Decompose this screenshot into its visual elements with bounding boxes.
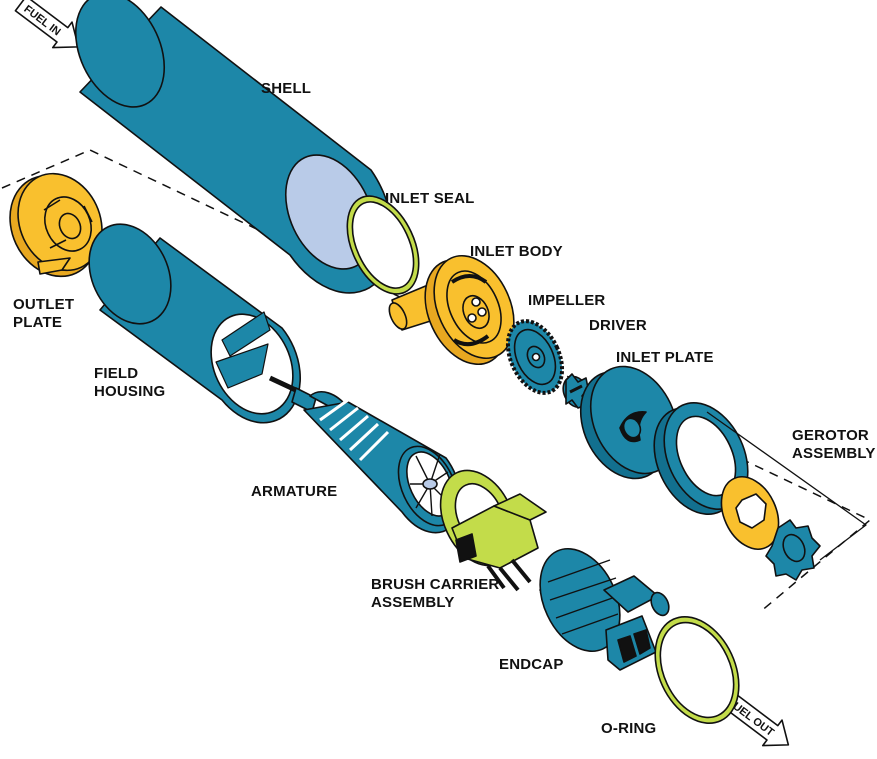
- gerotor-inner-ring-part: [720, 476, 780, 550]
- label-inlet-plate: INLET PLATE: [616, 349, 714, 366]
- gerotor-bracket: [706, 411, 867, 561]
- label-field-housing: FIELD HOUSING: [94, 365, 166, 400]
- brush-carrier-part: [439, 469, 547, 592]
- gerotor-gear-part: [765, 519, 821, 581]
- outlet-plate-part: [9, 172, 103, 278]
- impeller-part: [505, 319, 565, 395]
- label-brush-carrier-assembly: BRUSH CARRIER ASSEMBLY: [371, 576, 500, 611]
- label-outlet-plate: OUTLET PLATE: [13, 296, 75, 331]
- label-inlet-seal: INLET SEAL: [385, 190, 475, 207]
- label-endcap: ENDCAP: [499, 656, 564, 673]
- label-armature: ARMATURE: [251, 483, 338, 500]
- endcap-part: [539, 547, 670, 671]
- label-inlet-body: INLET BODY: [470, 243, 563, 260]
- armature-part: [268, 375, 462, 534]
- label-shell: SHELL: [261, 80, 312, 97]
- label-gerotor-assembly: GEROTOR ASSEMBLY: [792, 427, 876, 462]
- label-o-ring: O-RING: [601, 720, 657, 737]
- label-driver: DRIVER: [589, 317, 647, 334]
- field-housing-part: [88, 223, 301, 424]
- o-ring-part: [654, 615, 740, 725]
- inlet-seal-part: [346, 195, 420, 295]
- label-impeller: IMPELLER: [528, 292, 606, 309]
- inlet-body-part: [388, 254, 515, 366]
- gerotor-outer-ring-part: [653, 401, 749, 516]
- assembly-dashed-outline: [1, 149, 871, 613]
- inlet-plate-part: [579, 365, 679, 480]
